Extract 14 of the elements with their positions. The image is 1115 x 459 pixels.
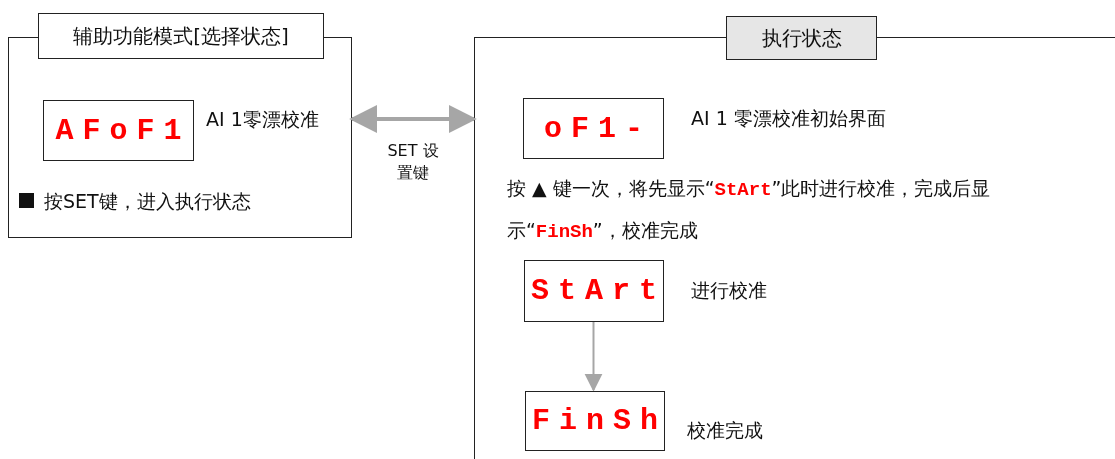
segment-display: StArt: [524, 260, 664, 322]
segment-display: oF1-: [523, 98, 664, 159]
display-caption: 进行校准: [691, 278, 767, 303]
instruction-text: 按SET键，进入执行状态: [44, 189, 251, 214]
arrow: [349, 105, 477, 133]
display-caption: AI 1零漂校准: [206, 107, 319, 132]
panel-heading: 执行状态: [726, 16, 877, 60]
display-caption: 校准完成: [687, 418, 763, 443]
panel-heading: 辅助功能模式[选择状态]: [38, 13, 324, 59]
instruction-text: 按 ▲ 键一次，将先显示“StArt”此时进行校准，完成后显示“FinSh”，校准完成: [507, 176, 992, 245]
segment-display: FinSh: [525, 391, 665, 451]
segment-display: AFoF1: [43, 100, 194, 161]
display-caption: AI 1 零漂校准初始界面: [691, 106, 886, 131]
arrow: [584, 320, 603, 392]
